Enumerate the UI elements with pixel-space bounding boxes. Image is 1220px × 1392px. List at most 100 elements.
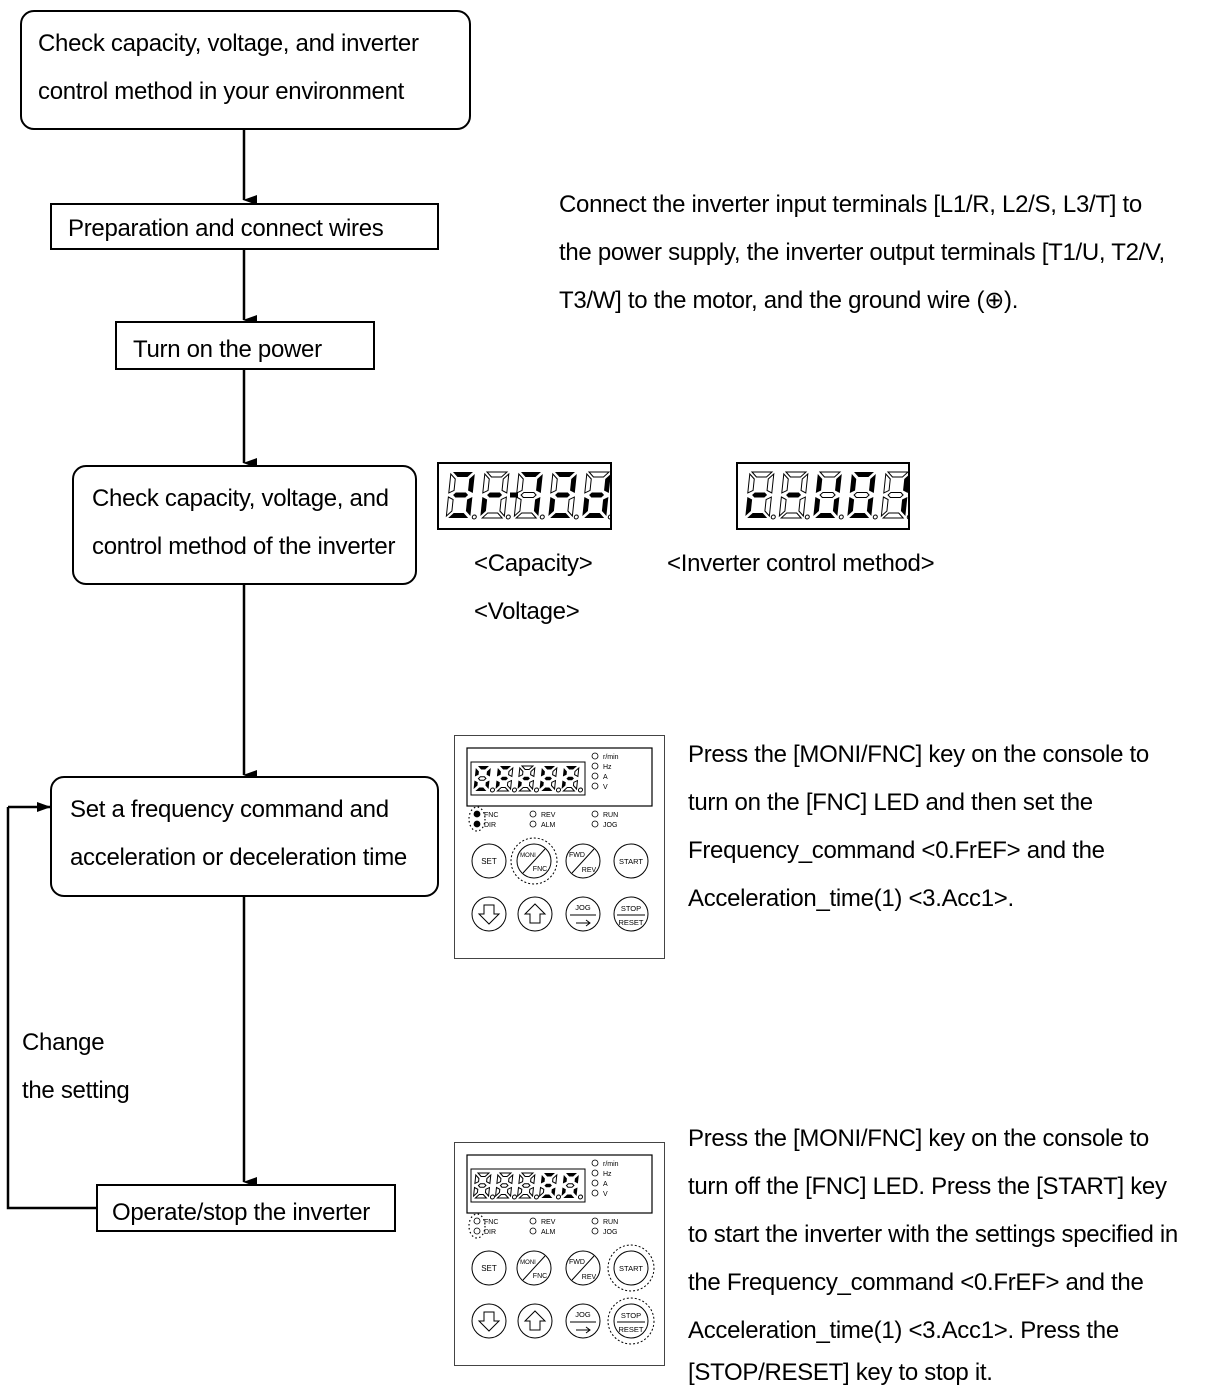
step-text-line: Check capacity, voltage, and inverter bbox=[38, 30, 419, 57]
step-check-inverter: Check capacity, voltage, and control met… bbox=[72, 465, 417, 585]
start-key[interactable] bbox=[613, 843, 649, 879]
seven-segment-digit bbox=[745, 471, 776, 520]
status-led-label: FNC bbox=[484, 812, 498, 819]
set-freq-note-line: turn on the [FNC] LED and then set the bbox=[688, 789, 1093, 816]
unit-led bbox=[591, 772, 599, 780]
jog-key[interactable] bbox=[565, 1303, 601, 1339]
console-digit bbox=[561, 766, 583, 793]
set-key-label: SET bbox=[481, 857, 497, 866]
stop-reset-key[interactable] bbox=[613, 896, 649, 932]
down-key[interactable] bbox=[471, 1303, 507, 1339]
step-text-line: Set a frequency command and bbox=[70, 796, 389, 823]
rev-key-label: REV bbox=[582, 867, 597, 874]
status-led bbox=[529, 810, 537, 818]
seven-segment-digit bbox=[480, 471, 511, 520]
status-led bbox=[473, 810, 481, 818]
loop-back-line bbox=[6, 807, 96, 1210]
console-digit bbox=[494, 1172, 517, 1200]
status-led-label: FNC bbox=[484, 1219, 498, 1226]
step-text-line: control method in your environment bbox=[38, 78, 404, 105]
key-divider bbox=[571, 1255, 595, 1281]
start-key[interactable] bbox=[613, 1250, 649, 1286]
unit-led bbox=[591, 1169, 599, 1177]
unit-label: Hz bbox=[603, 1171, 612, 1178]
loop-label-line2: the setting bbox=[22, 1077, 130, 1104]
step-operate-stop: Operate/stop the inverter bbox=[96, 1184, 396, 1232]
capacity-seven-segment bbox=[445, 471, 613, 520]
console-digit bbox=[561, 1173, 583, 1200]
console-digit-window bbox=[470, 761, 586, 796]
reset-key-label: RESET bbox=[618, 1325, 643, 1334]
up-key[interactable] bbox=[517, 896, 553, 932]
wiring-note-line: T3/W] to the motor, and the ground wire … bbox=[559, 287, 1019, 314]
status-led-label: JOG bbox=[603, 822, 617, 829]
seven-segment-digit bbox=[880, 471, 912, 520]
status-led bbox=[473, 1227, 481, 1235]
console-screen bbox=[466, 747, 653, 807]
status-led bbox=[473, 1217, 481, 1225]
status-led-label: REV bbox=[541, 1219, 556, 1226]
console-digit-window bbox=[470, 1168, 586, 1203]
jog-key[interactable] bbox=[565, 896, 601, 932]
operate-note-line: [STOP/RESET] key to stop it. bbox=[688, 1359, 993, 1386]
wiring-note-line: the power supply, the inverter output te… bbox=[559, 239, 1165, 266]
step-text-line: Operate/stop the inverter bbox=[112, 1199, 370, 1226]
voltage-label: <Voltage> bbox=[474, 598, 580, 625]
jog-key-label: JOG bbox=[575, 1310, 591, 1319]
right-arrow-icon bbox=[576, 919, 591, 927]
status-led-label: REV bbox=[541, 812, 556, 819]
set-key[interactable] bbox=[471, 843, 507, 879]
seven-segment-digit bbox=[445, 472, 477, 520]
step-text-line: Turn on the power bbox=[133, 336, 322, 363]
unit-led bbox=[591, 782, 599, 790]
status-led bbox=[473, 820, 481, 828]
seven-segment-digit bbox=[548, 472, 579, 520]
down-key[interactable] bbox=[471, 896, 507, 932]
down-arrow-icon bbox=[477, 904, 501, 925]
moni-key-label: MONI bbox=[520, 853, 536, 859]
capacity-label: <Capacity> bbox=[474, 550, 593, 577]
fnc-key-label: FNC bbox=[533, 866, 547, 873]
unit-led bbox=[591, 752, 599, 760]
step-text-line: Preparation and connect wires bbox=[68, 215, 384, 242]
method-seven-segment bbox=[745, 471, 912, 520]
method-label: <Inverter control method> bbox=[667, 550, 935, 577]
operate-note-line: to start the inverter with the settings … bbox=[688, 1221, 1178, 1248]
stop-reset-key[interactable] bbox=[613, 1303, 649, 1339]
set-key[interactable] bbox=[471, 1250, 507, 1286]
unit-label: r/min bbox=[603, 754, 619, 761]
unit-led bbox=[591, 762, 599, 770]
unit-led bbox=[591, 1159, 599, 1167]
status-led bbox=[529, 1217, 537, 1225]
control-method-display bbox=[736, 462, 912, 530]
status-led-label: JOG bbox=[603, 1229, 617, 1236]
step-text-line: control method of the inverter bbox=[92, 533, 396, 560]
step-text-line: acceleration or deceleration time bbox=[70, 844, 407, 871]
console-screen bbox=[466, 1154, 653, 1214]
step-set-frequency: Set a frequency command and acceleration… bbox=[50, 776, 439, 897]
status-led-label: ALM bbox=[541, 822, 556, 829]
status-led bbox=[591, 1217, 599, 1225]
reset-key-label: RESET bbox=[618, 918, 643, 927]
console-digit bbox=[517, 765, 539, 793]
unit-label: V bbox=[603, 1191, 608, 1198]
unit-label: r/min bbox=[603, 1161, 619, 1168]
capacity-voltage-display bbox=[437, 462, 613, 530]
stop-key-label: STOP bbox=[621, 1311, 641, 1320]
up-arrow-icon bbox=[523, 903, 547, 924]
unit-label: A bbox=[603, 774, 608, 781]
led-highlight bbox=[468, 806, 486, 832]
start-key-label: START bbox=[619, 1264, 643, 1273]
seven-segment-digit bbox=[513, 472, 545, 520]
operate-note-line: turn off the [FNC] LED. Press the [START… bbox=[688, 1173, 1167, 1200]
key-divider bbox=[522, 848, 546, 874]
up-key[interactable] bbox=[517, 1303, 553, 1339]
start-key-label: START bbox=[619, 857, 643, 866]
console-digit bbox=[473, 766, 495, 793]
console-digit bbox=[516, 1172, 539, 1200]
status-led-label: RUN bbox=[603, 812, 618, 819]
step-text-line: Check capacity, voltage, and bbox=[92, 485, 389, 512]
unit-led bbox=[591, 1179, 599, 1187]
